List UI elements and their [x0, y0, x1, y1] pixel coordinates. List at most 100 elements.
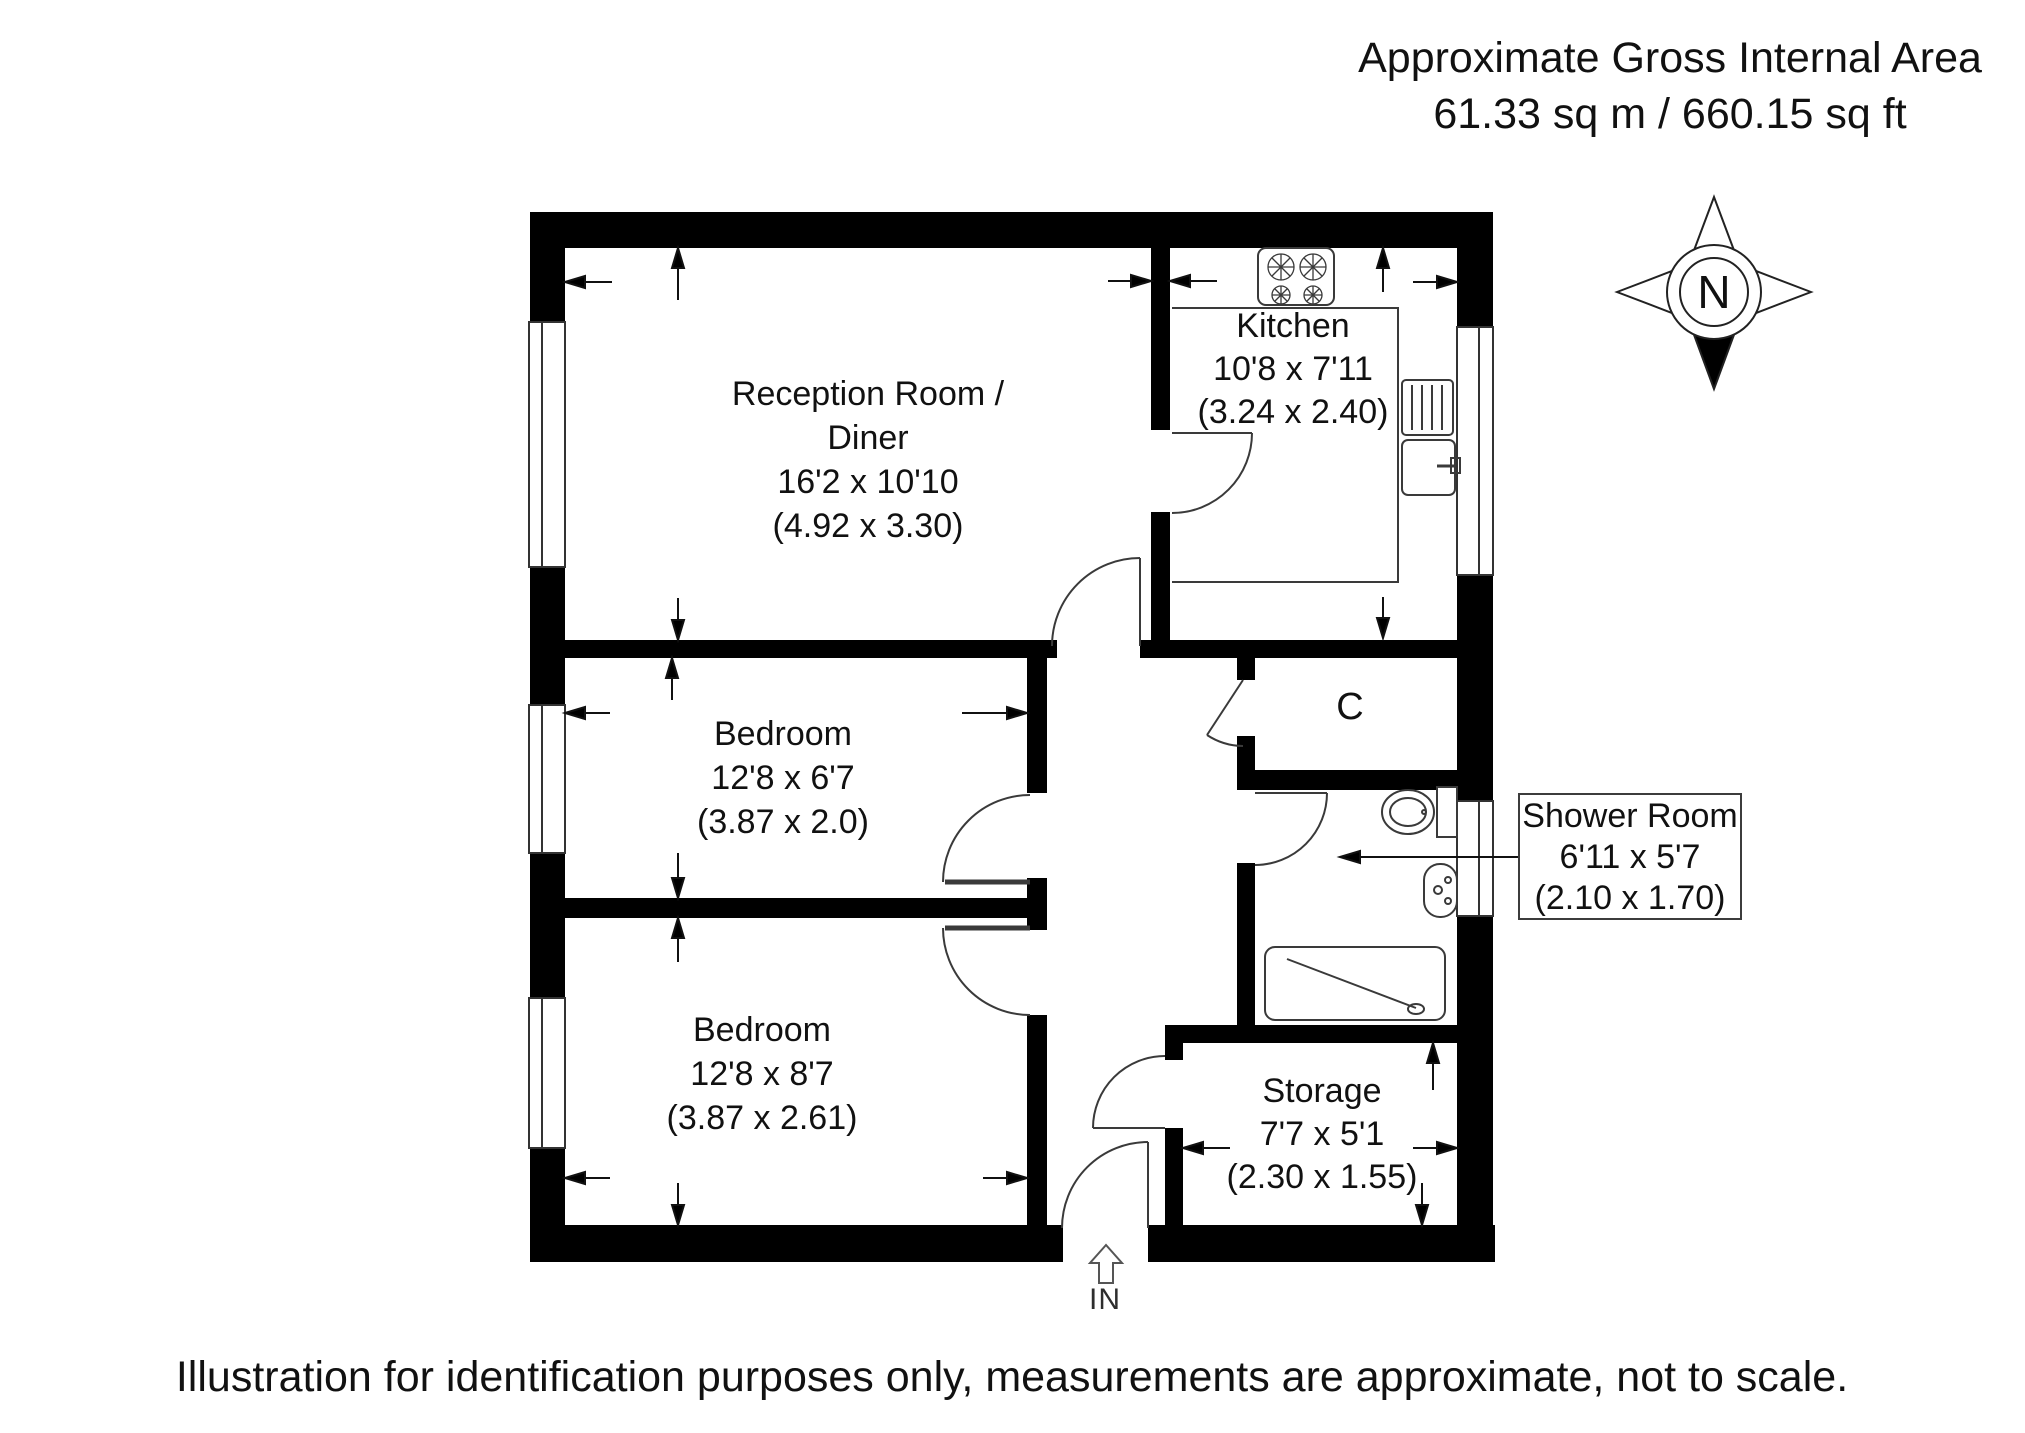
dim-arrow-down [670, 1183, 686, 1229]
room-name: Shower Room [1522, 797, 1738, 835]
drainer-icon [1401, 379, 1454, 436]
window-icon [1456, 800, 1494, 917]
dim-arrow-up [664, 654, 680, 700]
door-storage [1092, 1055, 1166, 1129]
dim-arrow-left [1166, 273, 1217, 289]
wall-cupboard-west [1237, 736, 1255, 770]
room-dims-metric: (2.30 x 1.55) [1226, 1158, 1418, 1196]
wall-shower-north [1237, 770, 1457, 790]
entrance-arrow-icon [1087, 1243, 1125, 1284]
wall-kitchen-west [1151, 512, 1170, 642]
wall-right-seg [1457, 212, 1493, 327]
room-name: Kitchen [1236, 307, 1350, 345]
toilet-icon [1381, 786, 1458, 838]
hob-icon [1257, 247, 1335, 306]
compass-inner-circle [1679, 257, 1749, 327]
bathroom-fixtures [1264, 786, 1458, 1021]
wall-shower-west [1237, 863, 1255, 1025]
room-label-kitchen: Kitchen 10'8 x 7'11 (3.24 x 2.40) [1198, 305, 1389, 434]
dim-arrow-left [561, 705, 610, 721]
room-label-bedroom2: Bedroom 12'8 x 8'7 (3.87 x 2.61) [667, 1008, 858, 1140]
compass-east-point [1755, 269, 1814, 315]
room-dims-imperial: 12'8 x 8'7 [690, 1055, 834, 1093]
window-icon [528, 997, 566, 1149]
dim-arrow-up [1425, 1039, 1441, 1090]
door-bedroom2 [942, 925, 1031, 1016]
wall-left-seg [530, 212, 565, 322]
title-line1: Approximate Gross Internal Area [1358, 34, 1982, 82]
room-label-shower: Shower Room 6'11 x 5'7 (2.10 x 1.70) [1518, 793, 1742, 920]
room-name: Storage [1262, 1072, 1382, 1110]
wall-left-seg [530, 567, 565, 705]
disclaimer-text: Illustration for identification purposes… [175, 1353, 1849, 1401]
window-icon [528, 321, 566, 568]
wall-mid-horizontal [1140, 640, 1493, 658]
wall-hall-west [1027, 1015, 1047, 1225]
dim-arrow-left [561, 1170, 610, 1186]
shower-leader-arrow [1336, 849, 1518, 865]
wall-cupboard-west [1237, 658, 1255, 680]
counter-line [1172, 307, 1399, 583]
room-name: Bedroom [693, 1011, 831, 1049]
sink-icon [1401, 439, 1461, 496]
walls [530, 212, 1495, 1262]
door-cupboard [1206, 679, 1244, 747]
room-label-bedroom1: Bedroom 12'8 x 6'7 (3.87 x 2.0) [697, 712, 869, 844]
dim-arrow-left [1179, 1140, 1230, 1156]
wall-bedroom-divider [530, 898, 1047, 918]
room-dims-metric: (3.24 x 2.40) [1197, 393, 1389, 431]
windows [528, 321, 1494, 1149]
dim-arrow-right [1413, 274, 1461, 290]
wall-kitchen-west [1151, 248, 1170, 430]
room-dims-metric: (4.92 x 3.30) [772, 507, 964, 545]
compass-icon: N [1614, 194, 1814, 392]
dim-arrow-down [1414, 1183, 1430, 1229]
room-dims-imperial: 16'2 x 10'10 [777, 463, 959, 501]
wall-right-seg [1457, 916, 1493, 1262]
kitchen-fixtures [1172, 247, 1461, 583]
dim-arrow-up [670, 914, 686, 962]
dim-arrow-down [1375, 597, 1391, 642]
wall-bottom-seg [1148, 1225, 1495, 1262]
dim-arrow-down [670, 598, 686, 644]
room-dims-imperial: 7'7 x 5'1 [1259, 1115, 1385, 1153]
compass-letter: N [1697, 266, 1730, 318]
wall-storage-north [1165, 1025, 1457, 1043]
wall-mid-horizontal [530, 640, 1057, 658]
room-dims-metric: (3.87 x 2.0) [697, 803, 869, 841]
room-name: Bedroom [714, 715, 852, 753]
dim-arrow-right [962, 705, 1031, 721]
door-kitchen [1171, 432, 1253, 514]
door-reception [1051, 557, 1141, 647]
room-dims-imperial: 12'8 x 6'7 [711, 759, 855, 797]
entrance-label: IN [1089, 1283, 1121, 1316]
room-dims-imperial: 10'8 x 7'11 [1213, 350, 1373, 388]
dim-arrow-right [1413, 1140, 1461, 1156]
compass-south-point [1691, 331, 1737, 392]
doors [942, 432, 1328, 1229]
room-label-storage: Storage 7'7 x 5'1 (2.30 x 1.55) [1227, 1070, 1418, 1199]
room-label-cupboard: C [1336, 686, 1364, 728]
dim-arrow-down [670, 853, 686, 902]
dim-arrow-left [561, 274, 612, 290]
basin-icon [1423, 863, 1458, 918]
page-title: Approximate Gross Internal Area 61.33 sq… [1358, 30, 1982, 142]
title-line2: 61.33 sq m / 660.15 sq ft [1433, 90, 1907, 138]
wall-right-seg [1457, 575, 1493, 801]
room-dims-imperial: 6'11 x 5'7 [1559, 838, 1701, 876]
wall-left-seg [530, 853, 565, 998]
wall-storage-west [1165, 1043, 1183, 1060]
dim-arrow-up [670, 244, 686, 300]
dim-arrow-up [1375, 244, 1391, 292]
room-dims-metric: (2.10 x 1.70) [1534, 879, 1726, 917]
dim-arrow-right [1108, 273, 1155, 289]
wall-top [530, 212, 1493, 248]
room-label-reception: Reception Room / Diner 16'2 x 10'10 (4.9… [732, 372, 1004, 548]
dim-arrow-right [983, 1170, 1031, 1186]
room-name: Diner [827, 419, 909, 457]
door-entrance [1061, 1141, 1149, 1229]
door-bedroom1 [942, 794, 1031, 885]
compass-west-point [1614, 269, 1673, 315]
